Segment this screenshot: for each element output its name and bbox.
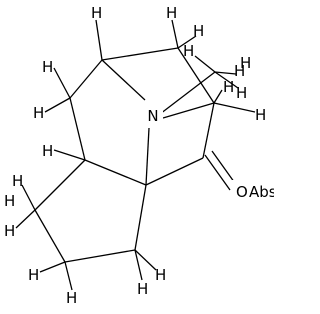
atom-label-h: H xyxy=(91,4,102,22)
atom-label-o: O xyxy=(236,183,248,201)
bond xyxy=(34,159,86,211)
bond-h xyxy=(95,19,103,61)
atom-label-h: H xyxy=(155,266,166,284)
bond-h xyxy=(53,149,86,161)
bond xyxy=(69,97,86,161)
atom-label-h: H xyxy=(66,289,77,307)
bond xyxy=(84,159,147,186)
atom-label-h: H xyxy=(183,42,194,60)
bond-h xyxy=(134,249,143,281)
bond xyxy=(34,209,66,263)
bond xyxy=(101,59,146,101)
bond xyxy=(145,157,204,186)
atom-label-h: H xyxy=(193,22,204,40)
label-backdrop xyxy=(232,180,270,202)
bond-h xyxy=(44,97,71,113)
bond xyxy=(177,47,215,104)
atom-label-h: H xyxy=(236,84,247,102)
bond-h xyxy=(171,19,179,49)
atom-label-h: H xyxy=(255,106,266,124)
bond-h xyxy=(39,261,66,273)
bond xyxy=(69,59,103,99)
bond-h xyxy=(214,71,237,75)
bond-h xyxy=(134,249,157,271)
atom-label-n: N xyxy=(147,107,158,125)
bond-h xyxy=(15,209,36,229)
atom-label-h: H xyxy=(42,58,53,76)
bond xyxy=(145,127,150,186)
bond-h xyxy=(214,71,239,89)
molecule-diagram: N O Abs H H H H H H H H H H H H H H H H … xyxy=(4,4,277,307)
bond-h xyxy=(177,35,197,49)
bond-h xyxy=(53,67,71,99)
atom-label-h: H xyxy=(166,4,177,22)
bond-h xyxy=(213,89,223,104)
bond-double xyxy=(204,154,231,191)
bond-h xyxy=(194,55,216,73)
structure-svg: N O Abs H H H H H H H H H H H H H H H H … xyxy=(4,4,277,307)
atom-label-h: H xyxy=(42,142,53,160)
bond-h xyxy=(64,261,73,291)
bond xyxy=(64,249,136,263)
bond xyxy=(202,102,215,159)
bond xyxy=(101,47,179,61)
bond-layer xyxy=(15,19,256,291)
atom-label-h: H xyxy=(4,222,15,240)
bond-h xyxy=(213,102,256,113)
atom-label-h: H xyxy=(28,266,39,284)
atom-label-h: H xyxy=(223,78,234,96)
atom-label-h: H xyxy=(4,192,15,210)
bond xyxy=(134,184,147,251)
bond-h xyxy=(21,184,36,211)
atom-label-h: H xyxy=(240,54,251,72)
bond xyxy=(162,102,215,119)
abs-label: Abs xyxy=(249,183,274,201)
atom-label-h: H xyxy=(33,104,44,122)
atom-label-h: H xyxy=(12,172,23,190)
atom-label-h: H xyxy=(137,280,148,298)
bond xyxy=(159,71,216,115)
atom-label-h: H xyxy=(234,62,245,80)
label-backdrop xyxy=(143,104,163,124)
